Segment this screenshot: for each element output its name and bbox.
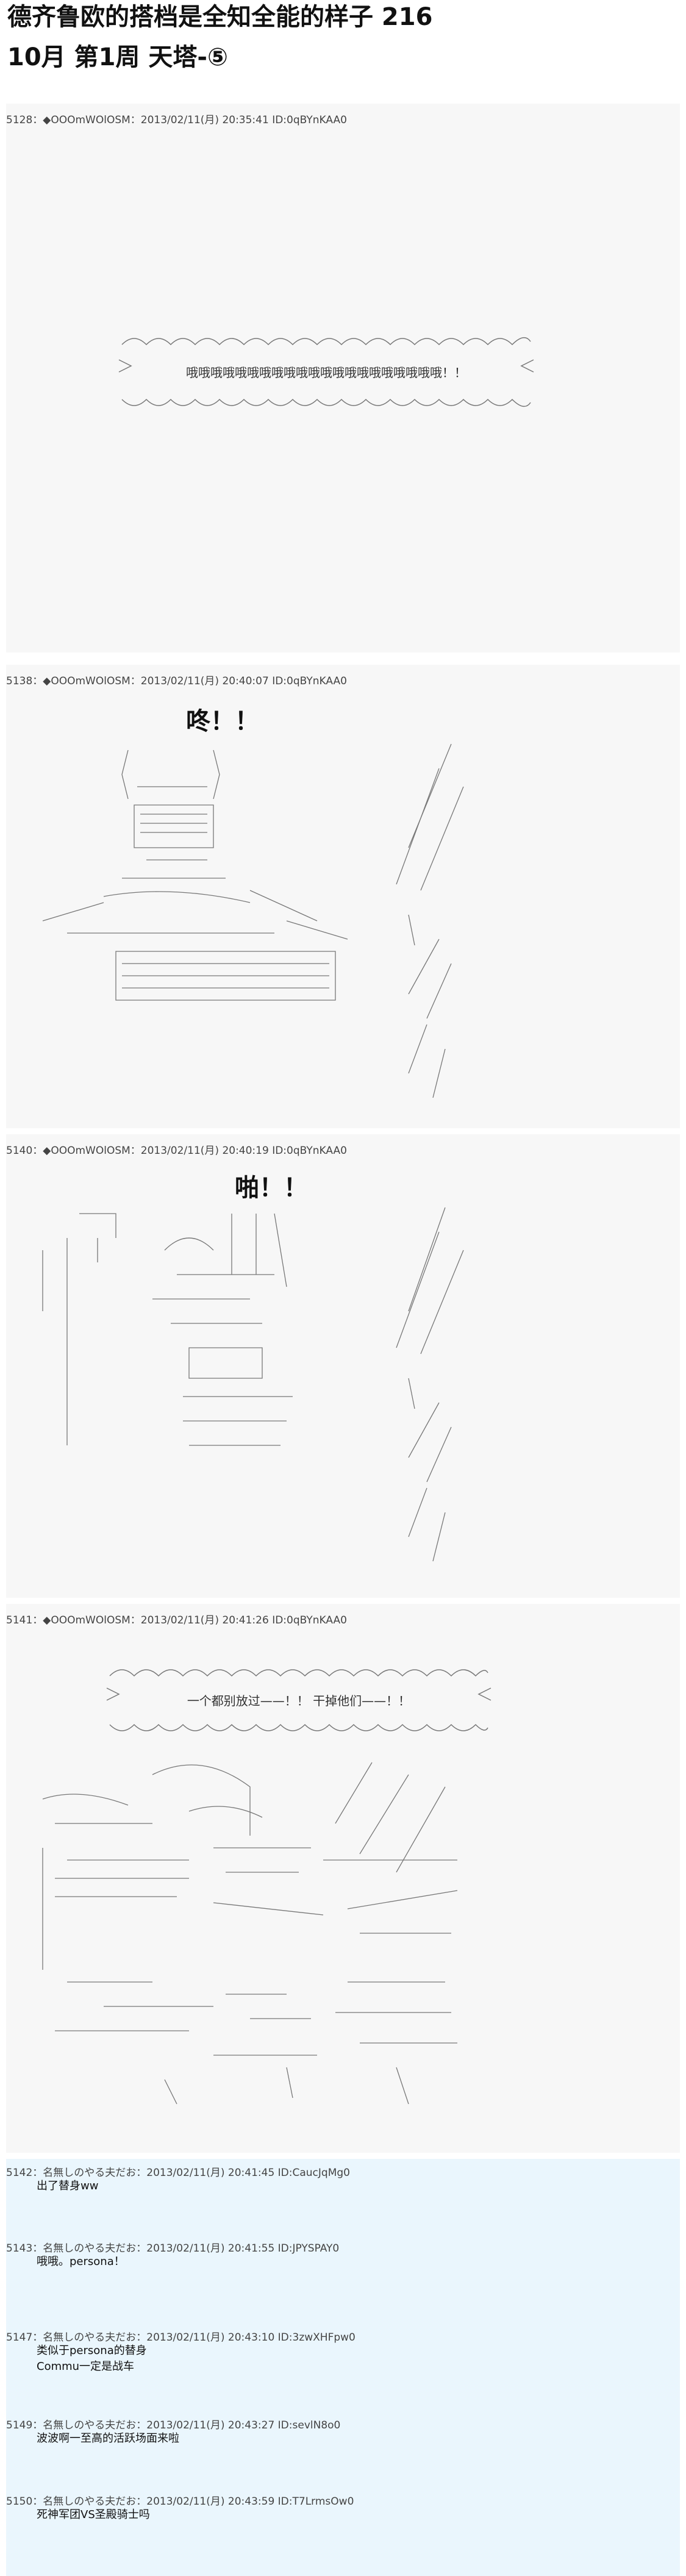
reply-line: 出了替身ww (37, 2180, 99, 2192)
reply-header: 5150：名無しのやる夫だお：2013/02/11(月) 20:43:59 ID… (6, 2496, 354, 2508)
reply-line: 哦哦。persona！ (37, 2255, 125, 2268)
reply-5150: 5150：名無しのやる夫だお：2013/02/11(月) 20:43:59 ID… (6, 2491, 680, 2576)
sound-effect-text: 咚！！ (186, 707, 259, 735)
ascii-art-slash-effect (396, 743, 464, 1098)
post-header: 5138：◆OOOmWOlOSM：2013/02/11(月) 20:40:07 … (6, 675, 347, 687)
post-5141: 5141：◆OOOmWOlOSM：2013/02/11(月) 20:41:26 … (6, 1604, 680, 2153)
scallop-border (106, 1669, 491, 1731)
reply-header: 5142：名無しのやる夫だお：2013/02/11(月) 20:41:45 ID… (6, 2167, 350, 2179)
reply-body: 出了替身ww (37, 2177, 98, 2193)
reply-header: 5147：名無しのやる夫だお：2013/02/11(月) 20:43:10 ID… (6, 2331, 356, 2344)
reply-line: Commu一定是战车 (37, 2360, 135, 2373)
ascii-art-character (42, 750, 348, 1001)
post-header: 5128：◆OOOmWOlOSM：2013/02/11(月) 20:35:41 … (6, 114, 347, 126)
ascii-art-slash-effect (396, 1207, 464, 1562)
reply-body: 波波啊一至高的活跃场面来啦 (37, 2430, 179, 2445)
banner-text: 哦哦哦哦哦哦哦哦哦哦哦哦哦哦哦哦哦哦哦哦哦！！ (186, 365, 466, 380)
post-5128: 5128：◆OOOmWOlOSM：2013/02/11(月) 20:35:41 … (6, 104, 680, 653)
ascii-art-battle-scene (42, 1762, 458, 2105)
reply-header: 5149：名無しのやる夫だお：2013/02/11(月) 20:43:27 ID… (6, 2419, 341, 2431)
ascii-art-character (42, 1213, 293, 1446)
reply-5142: 5142：名無しのやる夫だお：2013/02/11(月) 20:41:45 ID… (6, 2159, 680, 2238)
reply-5147: 5147：名無しのやる夫だお：2013/02/11(月) 20:43:10 ID… (6, 2324, 680, 2415)
speech-banner: 一个都别放过——！！ 干掉他们——！！ (104, 1664, 494, 1737)
post-header: 5141：◆OOOmWOlOSM：2013/02/11(月) 20:41:26 … (6, 1614, 347, 1626)
reply-5143: 5143：名無しのやる夫だお：2013/02/11(月) 20:41:55 ID… (6, 2238, 680, 2324)
sound-effect-text: 啪！！ (235, 1174, 308, 1202)
reply-line: 类似于persona的替身 (37, 2344, 147, 2357)
reply-header: 5143：名無しのやる夫だお：2013/02/11(月) 20:41:55 ID… (6, 2242, 340, 2255)
reply-body: 哦哦。persona！ (37, 2253, 125, 2269)
post-5140: 5140：◆OOOmWOlOSM：2013/02/11(月) 20:40:19 … (6, 1134, 680, 1598)
page-subtitle: 10月 第1周 天塔-⑤ (7, 43, 228, 71)
scallop-border (118, 337, 534, 407)
page-title: 德齐鲁欧的搭档是全知全能的样子 216 (7, 3, 433, 31)
speech-banner: 哦哦哦哦哦哦哦哦哦哦哦哦哦哦哦哦哦哦哦哦哦！！ (116, 332, 537, 412)
reply-body: 死神军团VS圣殿骑士吗 (37, 2506, 150, 2522)
post-5138: 5138：◆OOOmWOlOSM：2013/02/11(月) 20:40:07 … (6, 665, 680, 1128)
reply-5149: 5149：名無しのやる夫だお：2013/02/11(月) 20:43:27 ID… (6, 2415, 680, 2491)
banner-text: 一个都别放过——！！ 干掉他们——！！ (187, 1694, 411, 1708)
reply-line: 死神军团VS圣殿骑士吗 (37, 2508, 150, 2521)
post-header: 5140：◆OOOmWOlOSM：2013/02/11(月) 20:40:19 … (6, 1145, 347, 1157)
reply-line: 波波啊一至高的活跃场面来啦 (37, 2432, 179, 2445)
reply-body: 类似于persona的替身 Commu一定是战车 (37, 2342, 147, 2374)
